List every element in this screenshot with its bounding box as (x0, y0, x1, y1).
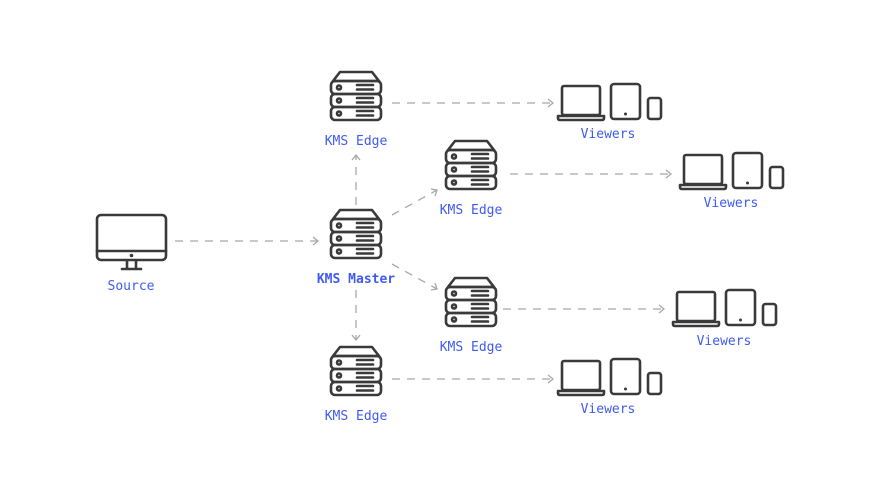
server-icon (444, 276, 498, 328)
connector-edge-upper-right-viewers (510, 169, 673, 179)
connector-master-edge-upper-right (391, 188, 438, 216)
viewers-label: Viewers (581, 402, 636, 417)
viewers-label: Viewers (697, 334, 752, 349)
kms-master-node: KMS Master (317, 208, 395, 287)
viewers-group-3: Viewers (671, 288, 778, 349)
kms-edge-label: KMS Edge (325, 134, 388, 149)
devices-icon (678, 151, 785, 191)
server-icon (329, 208, 383, 260)
connectors (175, 98, 673, 384)
kms-edge-upper-right-node: KMS Edge (440, 139, 503, 218)
viewers-group-2: Viewers (678, 151, 785, 211)
connector-edge-bottom-viewers (392, 374, 555, 384)
connector-master-edge-top (351, 153, 361, 205)
kms-edge-label: KMS Edge (440, 340, 503, 355)
connector-edge-lower-right-viewers (503, 304, 666, 314)
kms-edge-bottom-node: KMS Edge (325, 345, 388, 424)
source-label: Source (108, 279, 155, 294)
connector-master-edge-bottom (351, 290, 361, 342)
connector-master-edge-lower-right (391, 263, 438, 291)
kms-edge-label: KMS Edge (325, 409, 388, 424)
connector-edge-top-viewers (392, 98, 555, 108)
server-icon (329, 70, 383, 122)
viewers-group-1: Viewers (556, 82, 663, 142)
viewers-label: Viewers (581, 127, 636, 142)
server-icon (329, 345, 383, 397)
server-icon (444, 139, 498, 191)
devices-icon (556, 82, 663, 122)
kms-edge-top-node: KMS Edge (325, 70, 388, 149)
devices-icon (556, 357, 663, 397)
connector-source-master (175, 236, 320, 246)
kms-edge-label: KMS Edge (440, 203, 503, 218)
viewers-group-4: Viewers (556, 357, 663, 417)
monitor-icon (95, 213, 168, 271)
viewers-label: Viewers (704, 196, 759, 211)
source-node: Source (95, 213, 168, 294)
kms-edge-lower-right-node: KMS Edge (440, 276, 503, 355)
kms-master-label: KMS Master (317, 272, 395, 287)
devices-icon (671, 288, 778, 328)
